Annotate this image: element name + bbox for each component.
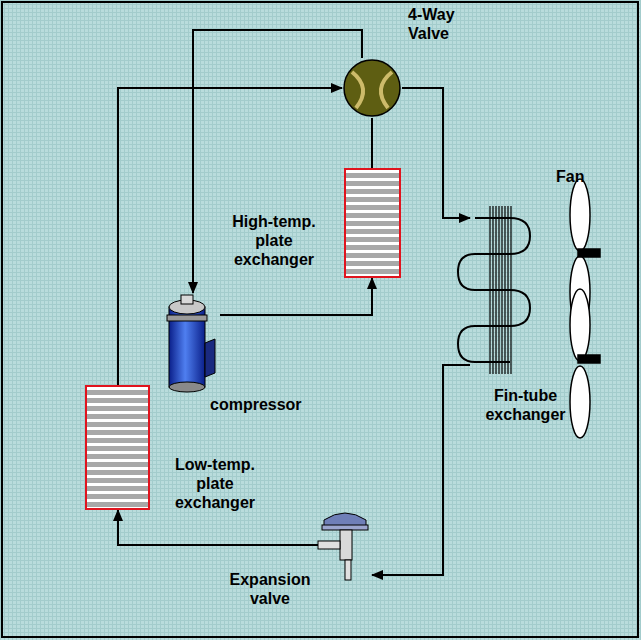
refrigerant-line bbox=[371, 118, 373, 168]
component-label: compressor bbox=[210, 395, 340, 414]
refrigerant-line bbox=[402, 88, 470, 218]
component-label: Expansion valve bbox=[222, 570, 318, 608]
component-label: Fin-tube exchanger bbox=[468, 386, 583, 424]
compressor-node: compressor bbox=[165, 293, 220, 393]
fin-symbol bbox=[470, 200, 560, 380]
refrigerant-line bbox=[372, 365, 470, 575]
expansion-symbol bbox=[318, 508, 372, 580]
refrigerant-line bbox=[118, 88, 342, 385]
valve-symbol bbox=[342, 58, 402, 118]
fin-node: Fin-tube exchanger bbox=[470, 200, 560, 380]
refrigerant-line bbox=[220, 278, 372, 315]
part-label: Fan bbox=[556, 168, 584, 186]
refrigerant-line bbox=[193, 30, 362, 293]
component-label: Low-temp. plate exchanger bbox=[159, 455, 271, 513]
valve-node: 4-Way Valve bbox=[342, 58, 402, 118]
plate-exchanger: Low-temp. plate exchanger bbox=[85, 385, 150, 510]
component-label: High-temp. plate exchanger bbox=[218, 212, 330, 270]
expansion-node: Expansion valve bbox=[318, 508, 372, 580]
refrigerant-line bbox=[118, 510, 318, 545]
plate-exchanger: High-temp. plate exchanger bbox=[344, 168, 401, 278]
compressor-symbol bbox=[165, 293, 220, 393]
fan bbox=[570, 179, 600, 438]
component-label: 4-Way Valve bbox=[408, 5, 480, 43]
